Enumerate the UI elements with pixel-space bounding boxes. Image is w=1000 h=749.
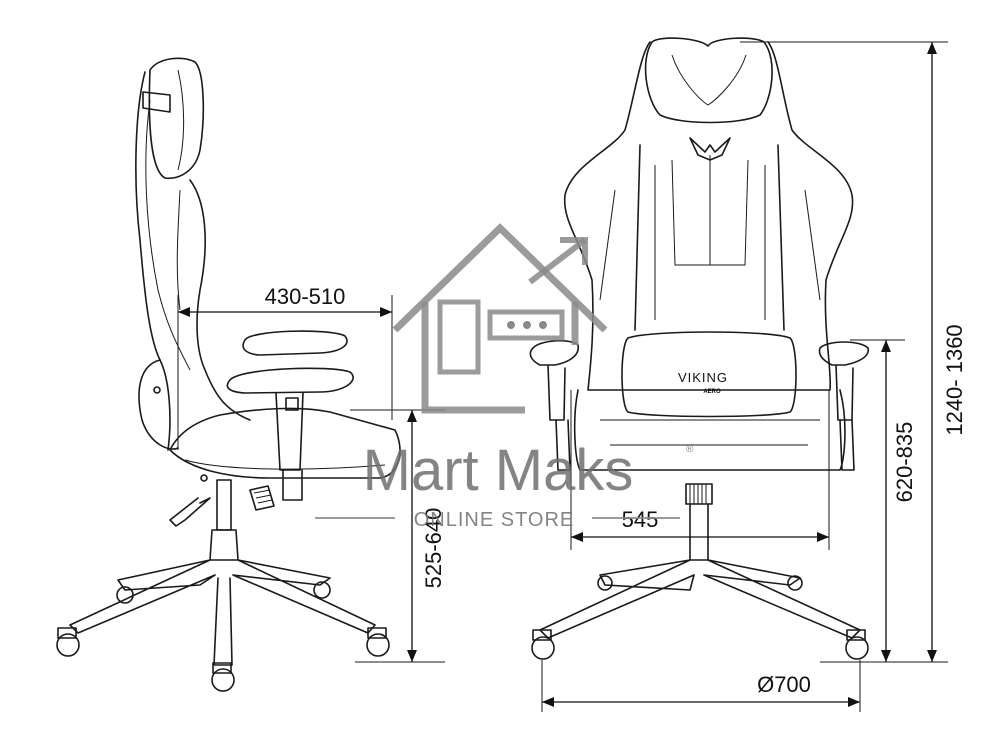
watermark-logo: Mart Maks ® ONLINE STORE (315, 223, 694, 531)
dimension-label-total-height: 1240- 1360 (942, 324, 967, 435)
brand-logo-subtext: AERO (703, 389, 721, 395)
front-caster (531, 575, 869, 660)
front-view-chair (529, 37, 869, 660)
dimension-label-seat-height-front: 620-835 (892, 422, 917, 503)
watermark-subtitle: ONLINE STORE (414, 509, 575, 531)
dimension-seat-height-side: 525-640 (350, 409, 446, 663)
dimension-base-diameter: Ø700 (541, 660, 861, 712)
dimension-seat-depth: 430-510 (177, 284, 393, 450)
dimension-total-height: 1240- 1360 (740, 41, 967, 663)
dimension-label-base-diameter: Ø700 (757, 672, 811, 697)
dimension-label-seat-height-side: 525-640 (421, 508, 446, 589)
dimension-width: 545 (570, 390, 830, 550)
watermark-title: Mart Maks (363, 438, 634, 503)
side-caster (56, 581, 390, 692)
dimension-label-width: 545 (622, 507, 659, 532)
dimension-seat-height-front: 620-835 (820, 339, 917, 663)
brand-logo-text: VIKING (678, 370, 728, 385)
side-view-chair (56, 57, 401, 692)
dimension-label-seat-depth: 430-510 (265, 284, 346, 309)
watermark-registered: ® (686, 444, 694, 455)
